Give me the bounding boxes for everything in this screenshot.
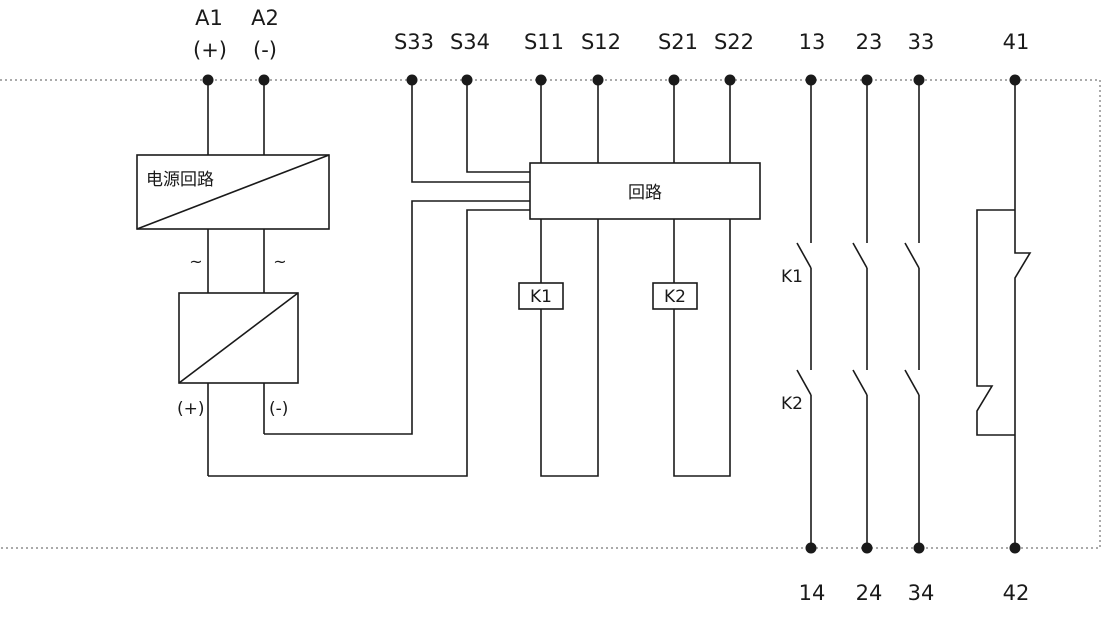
dc-minus-label: (-)	[269, 399, 288, 419]
terminal-dots	[202, 74, 1021, 554]
terminal-41-label: 41	[1003, 30, 1030, 54]
terminal-dot-41	[1009, 74, 1021, 86]
wire-s34	[466, 80, 530, 173]
terminal-s22-label: S22	[714, 30, 754, 54]
terminal-dot-34	[913, 542, 925, 554]
terminal-s33-label: S33	[394, 30, 434, 54]
contact-33-34	[904, 80, 920, 548]
terminal-33-label: 33	[908, 30, 935, 54]
wire-s33	[411, 80, 530, 183]
k1-coil-loop	[540, 219, 599, 477]
contact-13-14	[796, 80, 812, 548]
wire-minus-supply	[264, 200, 530, 435]
module-enclosure	[0, 79, 1101, 549]
dc-plus-label: (+)	[177, 399, 205, 419]
terminal-dot-s22	[724, 74, 736, 86]
terminal-24-label: 24	[856, 581, 883, 605]
ac-tilde-left: ~	[189, 252, 202, 271]
terminal-dot-s33	[406, 74, 418, 86]
terminal-s34-label: S34	[450, 30, 490, 54]
relay-k1-label: K1	[530, 287, 552, 307]
terminal-13-label: 13	[799, 30, 826, 54]
terminal-dot-23	[861, 74, 873, 86]
terminal-a2-sign: (-)	[253, 38, 277, 62]
terminal-a1-sign: (+)	[193, 38, 227, 62]
ac-tilde-right: ~	[273, 252, 286, 271]
terminal-s21-label: S21	[658, 30, 698, 54]
terminal-a1-label: A1	[195, 6, 223, 30]
terminal-dot-14	[805, 542, 817, 554]
relay-k1-coil	[518, 282, 564, 310]
terminal-s12-label: S12	[581, 30, 621, 54]
contact-k1-label: K1	[781, 267, 803, 287]
contact-23-24	[852, 80, 868, 548]
wire-plus-supply	[208, 209, 530, 477]
terminal-dot-s12	[592, 74, 604, 86]
power-circuit-label: 电源回路	[146, 170, 214, 190]
relay-k2-coil	[652, 282, 698, 310]
circuit-block: 回路	[529, 80, 761, 220]
terminal-dot-42	[1009, 542, 1021, 554]
terminal-dot-a2	[258, 74, 270, 86]
circuit-label: 回路	[628, 183, 662, 203]
terminal-dot-a1	[202, 74, 214, 86]
terminal-dot-13	[805, 74, 817, 86]
terminal-dot-24	[861, 542, 873, 554]
converter-block	[178, 292, 299, 476]
terminal-a2-label: A2	[251, 6, 279, 30]
terminal-dot-s21	[668, 74, 680, 86]
contact-41-42-nc	[976, 80, 1032, 548]
power-circuit-block: 电源回路	[136, 80, 330, 293]
terminal-s11-label: S11	[524, 30, 564, 54]
terminal-23-label: 23	[856, 30, 883, 54]
terminal-dot-s34	[461, 74, 473, 86]
terminal-42-label: 42	[1003, 581, 1030, 605]
k2-coil-loop	[673, 219, 731, 477]
terminal-14-label: 14	[799, 581, 826, 605]
terminal-34-label: 34	[908, 581, 935, 605]
relay-k2-label: K2	[664, 287, 686, 307]
terminal-dot-s11	[535, 74, 547, 86]
terminal-dot-33	[913, 74, 925, 86]
contact-k2-label: K2	[781, 394, 803, 414]
